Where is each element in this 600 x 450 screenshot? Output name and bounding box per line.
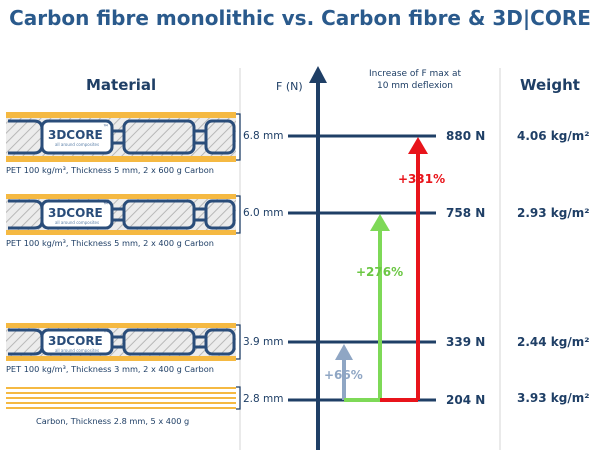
force-value: 339 N <box>446 335 486 349</box>
force-value: 880 N <box>446 129 486 143</box>
material-header: Material <box>86 76 157 94</box>
arrow-plus-66 <box>335 344 353 400</box>
increase-label-331: +331% <box>398 172 446 186</box>
logo-tm: ™ <box>102 124 109 131</box>
logo-brand: 3DCORE <box>48 206 103 220</box>
weight-value: 2.44 kg/m² <box>517 335 590 349</box>
weight-header: Weight <box>520 76 580 94</box>
logo-tagline: all around composites <box>54 220 100 225</box>
thickness-value: 3.9 mm <box>243 336 284 348</box>
3dcore-logo: 3DCORE™ all around composites <box>48 330 109 353</box>
carbon-laminate <box>6 387 236 409</box>
material-caption: PET 100 kg/m³, Thickness 5 mm, 2 x 600 g… <box>6 165 214 175</box>
3dcore-logo: 3DCORE™ all around composites <box>48 202 109 225</box>
thickness-value: 2.8 mm <box>243 393 284 405</box>
logo-tagline: all around composites <box>54 142 100 147</box>
material-caption: PET 100 kg/m³, Thickness 5 mm, 2 x 400 g… <box>6 238 214 248</box>
force-axis <box>309 66 327 450</box>
force-value: 204 N <box>446 393 486 407</box>
logo-brand: 3DCORE <box>48 128 103 142</box>
force-value: 758 N <box>446 206 486 220</box>
logo-brand: 3DCORE <box>48 334 103 348</box>
increase-label-66: +66% <box>324 368 363 382</box>
increase-header-line2: 10 mm deflexion <box>376 81 454 91</box>
thickness-brackets <box>236 113 241 410</box>
force-axis-label: F (N) <box>276 80 303 93</box>
material-caption: Carbon, Thickness 2.8 mm, 5 x 400 g <box>36 416 190 426</box>
logo-tagline: all around composites <box>54 348 100 353</box>
weight-value: 4.06 kg/m² <box>517 129 590 143</box>
thickness-value: 6.8 mm <box>243 130 284 142</box>
panel-6-8mm <box>6 112 236 162</box>
logo-tm: ™ <box>102 330 109 337</box>
thickness-value: 6.0 mm <box>243 207 284 219</box>
page-title: Carbon fibre monolithic vs. Carbon fibre… <box>9 6 591 30</box>
increase-label-276: +276% <box>356 265 404 279</box>
arrow-plus-276 <box>344 214 390 402</box>
material-caption: PET 100 kg/m³, Thickness 3 mm, 2 x 400 g… <box>6 364 214 374</box>
3dcore-logo: 3DCORE™ all around composites <box>48 124 109 147</box>
arrow-plus-331 <box>380 137 428 402</box>
logo-tm: ™ <box>102 202 109 209</box>
increase-header-line1: Increase of F max at <box>368 69 462 79</box>
panel-6-0mm <box>6 194 236 235</box>
weight-value: 2.93 kg/m² <box>517 206 590 220</box>
weight-value: 3.93 kg/m² <box>517 391 590 405</box>
panel-3-9mm <box>6 323 236 361</box>
